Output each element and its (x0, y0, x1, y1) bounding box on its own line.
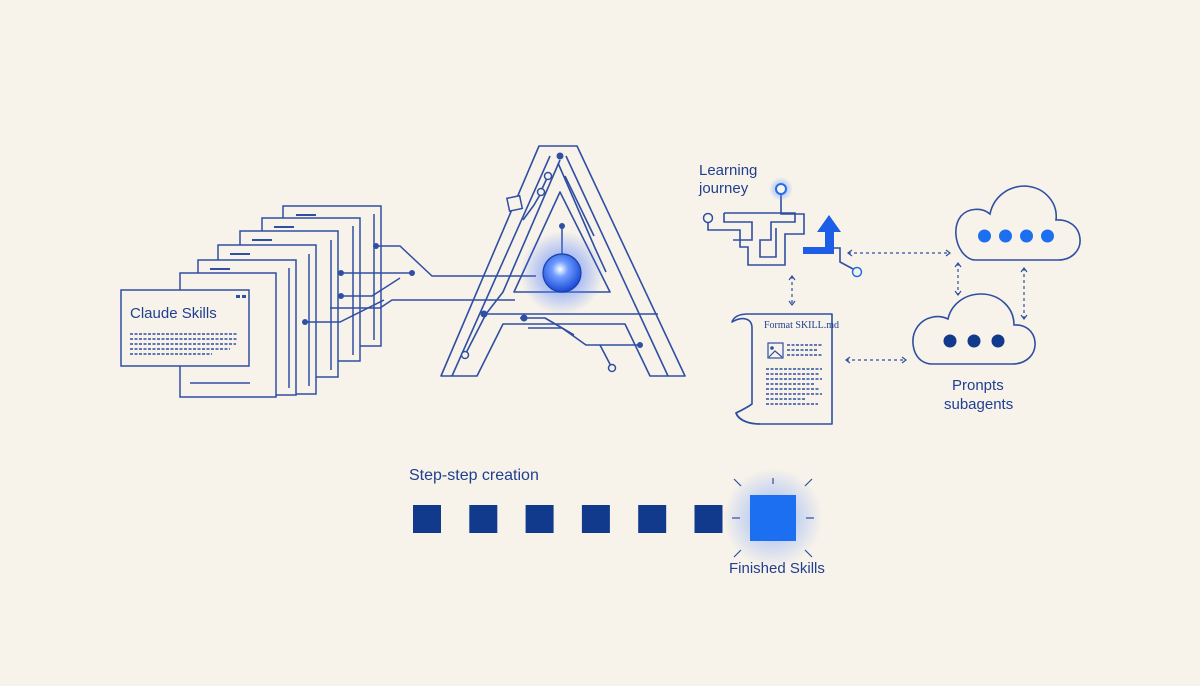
journey-start-node (702, 212, 714, 224)
finished-sparkle-rays (732, 478, 814, 558)
step-blocks (413, 505, 723, 533)
document-stack (120, 205, 382, 398)
prompts-label: Pronpts (952, 377, 1004, 394)
a-small-square (505, 194, 524, 212)
cloud-top (955, 185, 1081, 261)
learning-journey-label-line1: Learning (699, 162, 758, 179)
journey-top-node (775, 183, 787, 195)
cloud-dot (967, 334, 981, 348)
scroll-text-lines (766, 344, 822, 405)
scroll-image-icon (767, 342, 784, 359)
step-block (525, 505, 554, 533)
cloud-dot (999, 229, 1012, 243)
step-block (581, 505, 610, 533)
circuit-letter-a (440, 145, 686, 377)
format-skill-md-label: Format SKILL.md (764, 320, 839, 331)
connector-nodes (302, 243, 415, 325)
up-arrow-icon (803, 215, 841, 254)
page-edge-marks (288, 214, 375, 388)
subagents-label: subagents (944, 396, 1014, 413)
glowing-core-node (542, 253, 582, 293)
cloud-bottom-dots (943, 334, 1005, 348)
step-block (694, 505, 723, 533)
front-page-text-lines (130, 333, 238, 355)
finished-skill-square (750, 495, 796, 541)
cloud-dot (991, 334, 1005, 348)
step-block (469, 505, 498, 533)
claude-skills-label: Claude Skills (130, 305, 217, 322)
step-block (638, 505, 667, 533)
finished-skills-label: Finished Skills (729, 560, 825, 577)
cloud-dot (978, 229, 991, 243)
arrow-heads (788, 249, 1028, 364)
page-corner-marks (210, 214, 316, 298)
cloud-bottom (912, 293, 1036, 365)
cloud-dot (1041, 229, 1054, 243)
step-block (413, 505, 441, 533)
step-creation-label: Step-step creation (409, 467, 539, 484)
cloud-top-dots (978, 229, 1054, 243)
learning-journey-label-line2: journey (699, 180, 749, 197)
front-page (120, 289, 250, 367)
journey-end-node (851, 266, 863, 278)
cloud-dot (1020, 229, 1033, 243)
cloud-dot (943, 334, 957, 348)
dashed-arrows (791, 252, 1025, 361)
